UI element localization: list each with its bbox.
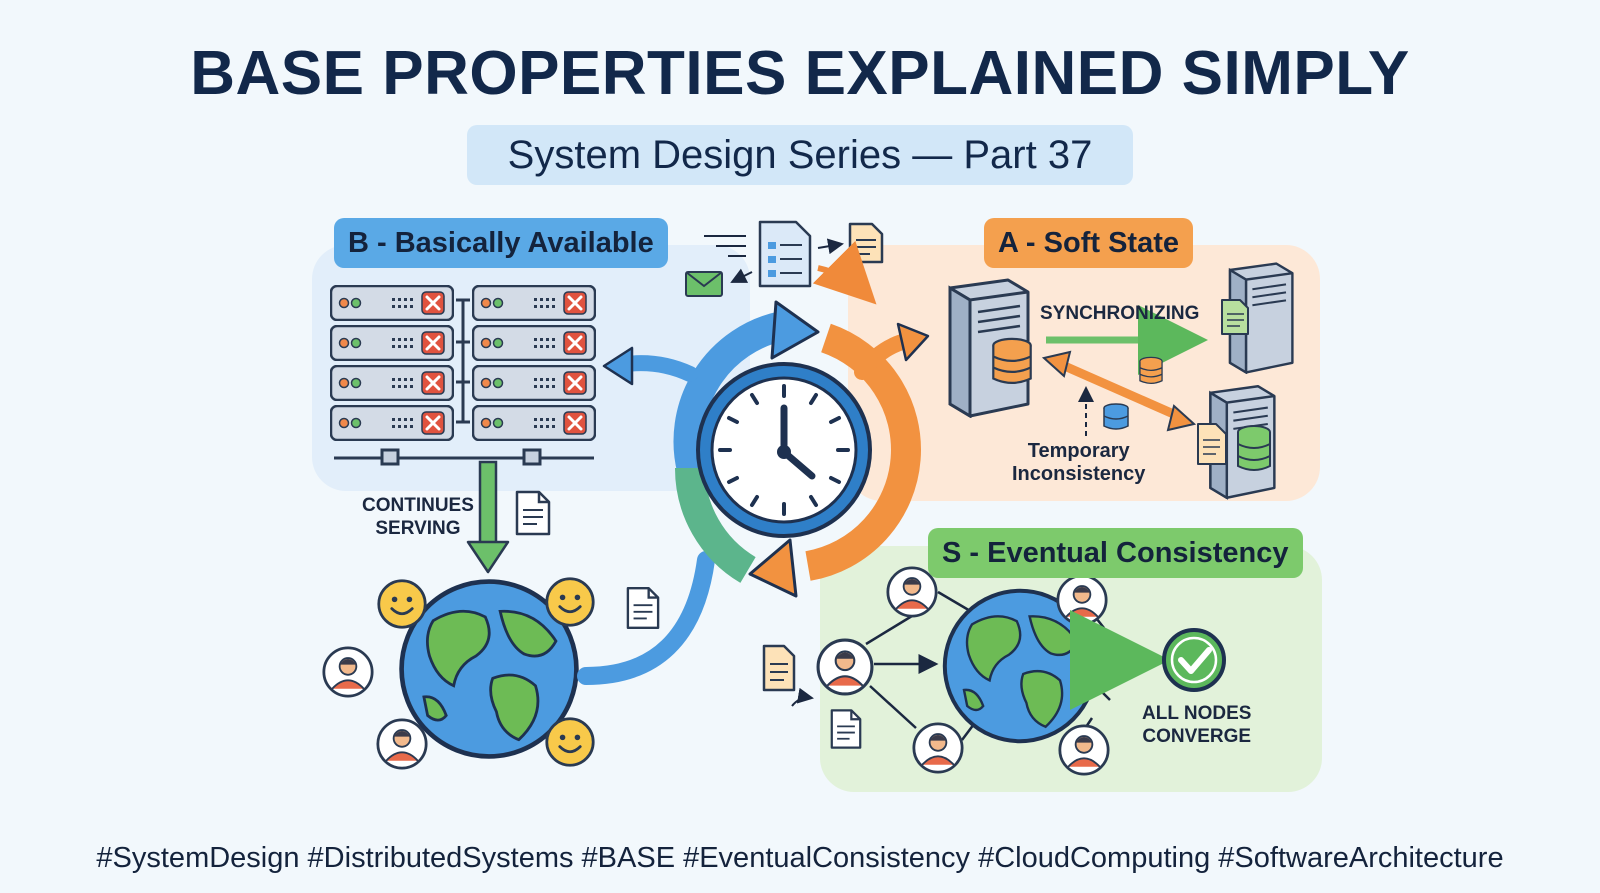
all-nodes-converge-line1: ALL NODES — [1142, 703, 1252, 724]
arrow-head-left — [602, 346, 634, 386]
user-avatar-icon — [1056, 574, 1108, 626]
all-nodes-converge-line2: CONVERGE — [1142, 726, 1252, 747]
user-avatar-icon — [376, 718, 428, 770]
smiley-icon — [545, 577, 595, 627]
continues-serving-label: CONTINUES SERVING — [362, 494, 474, 540]
continues-serving-line1: CONTINUES — [362, 495, 474, 516]
arrow-to-available — [618, 355, 698, 382]
continues-serving-arrow — [466, 460, 510, 574]
small-database-icon-blue — [1103, 403, 1129, 430]
replica-document-icon — [1221, 299, 1249, 335]
user-avatar-icon — [816, 638, 874, 696]
document-icon — [830, 709, 862, 749]
server-rack-left — [330, 285, 454, 441]
all-nodes-converge-label: ALL NODES CONVERGE — [1142, 702, 1251, 748]
inconsistency-arrow — [1041, 350, 1197, 432]
smiley-icon — [545, 717, 595, 767]
flow-arrow-blue-up — [577, 551, 715, 685]
arrow-to-soft-state — [854, 334, 910, 380]
eventual-consistency-badge: S - Eventual Consistency — [928, 528, 1303, 578]
arrow-head-right — [896, 322, 930, 362]
replica-database-icon — [1237, 425, 1271, 471]
continues-serving-line2: SERVING — [375, 518, 461, 539]
document-icon — [515, 490, 551, 536]
smiley-icon — [377, 579, 427, 629]
check-circle-icon — [1162, 628, 1226, 692]
page-title: BASE PROPERTIES EXPLAINED SIMPLY — [190, 39, 1410, 108]
doc-arrow — [791, 687, 814, 707]
synchronizing-label: SYNCHRONIZING — [1040, 303, 1200, 324]
rack-connector — [334, 298, 594, 466]
user-avatar-icon — [886, 566, 938, 618]
request-streams — [685, 220, 884, 305]
database-icon — [992, 337, 1032, 385]
clock-icon — [696, 362, 872, 538]
incoming-document-icon — [762, 644, 796, 692]
user-avatar-icon — [322, 646, 374, 698]
basically-available-badge: B - Basically Available — [334, 218, 668, 268]
server-rack-right — [472, 285, 596, 441]
user-avatar-icon — [912, 722, 964, 774]
temporary-inconsistency-label: Temporary Inconsistency — [1012, 440, 1145, 486]
small-database-icon — [1139, 356, 1163, 385]
temporary-inconsistency-line1: Temporary — [1027, 440, 1130, 462]
user-avatar-icon — [1058, 724, 1110, 776]
hashtag-footer: #SystemDesign #DistributedSystems #BASE … — [96, 842, 1504, 874]
replica-pending-document-icon — [1197, 423, 1227, 465]
series-subtitle: System Design Series — Part 37 — [467, 125, 1133, 185]
document-icon — [626, 586, 660, 630]
soft-state-badge: A - Soft State — [984, 218, 1193, 268]
temporary-inconsistency-line2: Inconsistency — [1012, 463, 1146, 485]
